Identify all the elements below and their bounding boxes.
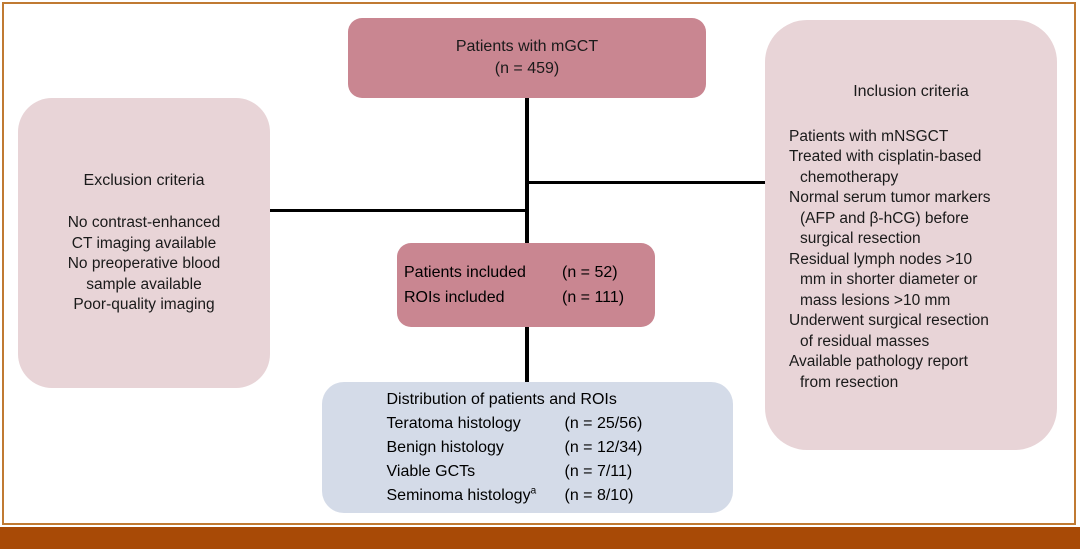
node-patients-included: Patients included (n = 52) ROIs included (n… bbox=[397, 243, 655, 327]
figure-bottom-bar bbox=[0, 527, 1080, 549]
distribution-row-value: (n = 25/56) bbox=[564, 414, 643, 432]
distribution-row: Teratoma histology (n = 25/56) bbox=[387, 412, 675, 436]
inclusion-criteria-line: of residual masses bbox=[800, 332, 930, 350]
included-row-label: Patients included bbox=[404, 264, 526, 281]
inclusion-criteria-line: Normal serum tumor markers bbox=[789, 189, 991, 206]
distribution-title: Distribution of patients and ROIs bbox=[386, 390, 617, 408]
source-cohort-line1: Patients with mGCT bbox=[455, 38, 599, 55]
distribution-row-label: Teratoma histology bbox=[386, 414, 521, 432]
inclusion-criteria-line: (AFP and β-hCG) before bbox=[800, 209, 969, 227]
exclusion-criteria-line: No preoperative blood bbox=[67, 255, 221, 272]
connector-horizontal-to-inclusion bbox=[527, 181, 767, 184]
connector-vertical-top bbox=[525, 98, 529, 244]
inclusion-criteria-line: Available pathology report bbox=[789, 353, 968, 370]
node-distribution: Distribution of patients and ROIs Terato… bbox=[322, 382, 733, 513]
source-cohort-line2: (n = 459) bbox=[494, 60, 560, 77]
inclusion-criteria-line: mass lesions >10 mm bbox=[800, 291, 951, 309]
distribution-row-footnote-marker: a bbox=[530, 485, 537, 497]
inclusion-criteria-line: Patients with mNSGCT bbox=[789, 127, 949, 145]
distribution-row: Viable GCTs (n = 7/11) bbox=[387, 460, 675, 484]
distribution-row-value: (n = 7/11) bbox=[564, 462, 633, 480]
distribution-rows: Teratoma histology (n = 25/56) Benign hist… bbox=[387, 412, 675, 508]
included-row-label: ROIs included bbox=[404, 289, 505, 306]
inclusion-criteria-line: Underwent surgical resection bbox=[789, 312, 989, 329]
included-row-value: (n = 52) bbox=[562, 264, 618, 281]
exclusion-heading: Exclusion criteria bbox=[83, 171, 205, 189]
distribution-row-label: Viable GCTs bbox=[386, 462, 476, 480]
inclusion-criteria-line: Residual lymph nodes >10 bbox=[789, 250, 973, 268]
included-row-value: (n = 111) bbox=[562, 289, 625, 306]
distribution-row-label: Benign histology bbox=[386, 438, 504, 456]
distribution-row: Seminoma histologya (n = 8/10) bbox=[387, 484, 675, 508]
inclusion-criteria-line: mm in shorter diameter or bbox=[800, 271, 978, 288]
node-source-cohort: Patients with mGCT (n = 459) bbox=[348, 18, 706, 98]
inclusion-criteria-line: surgical resection bbox=[800, 230, 921, 247]
exclusion-criteria-line: No contrast-enhanced bbox=[67, 214, 221, 231]
exclusion-criteria-line: sample available bbox=[86, 275, 202, 293]
included-rows: Patients included (n = 52) ROIs included (n… bbox=[404, 260, 648, 310]
node-inclusion-criteria: Inclusion criteria Patients with mNSGCT T… bbox=[765, 20, 1057, 450]
included-row: Patients included (n = 52) bbox=[404, 260, 648, 285]
exclusion-criteria-line: Poor-quality imaging bbox=[73, 296, 215, 313]
connector-vertical-bottom bbox=[525, 327, 529, 383]
distribution-row-value: (n = 12/34) bbox=[564, 438, 643, 456]
inclusion-criteria-line: Treated with cisplatin-based bbox=[789, 148, 982, 165]
inclusion-criteria-line: chemotherapy bbox=[800, 168, 899, 186]
connector-horizontal-to-exclusion bbox=[268, 209, 528, 212]
exclusion-criteria-list: No contrast-enhanced CT imaging available… bbox=[68, 213, 221, 316]
included-row: ROIs included (n = 111) bbox=[404, 285, 648, 310]
distribution-row-value: (n = 8/10) bbox=[564, 486, 634, 504]
distribution-row: Benign histology (n = 12/34) bbox=[387, 436, 675, 460]
inclusion-criteria-line: from resection bbox=[800, 373, 899, 391]
distribution-row-label: Seminoma histologya bbox=[386, 485, 537, 504]
inclusion-criteria-list: Patients with mNSGCT Treated with cisplat… bbox=[765, 127, 997, 394]
exclusion-criteria-line: CT imaging available bbox=[71, 234, 217, 252]
inclusion-heading: Inclusion criteria bbox=[853, 83, 969, 100]
